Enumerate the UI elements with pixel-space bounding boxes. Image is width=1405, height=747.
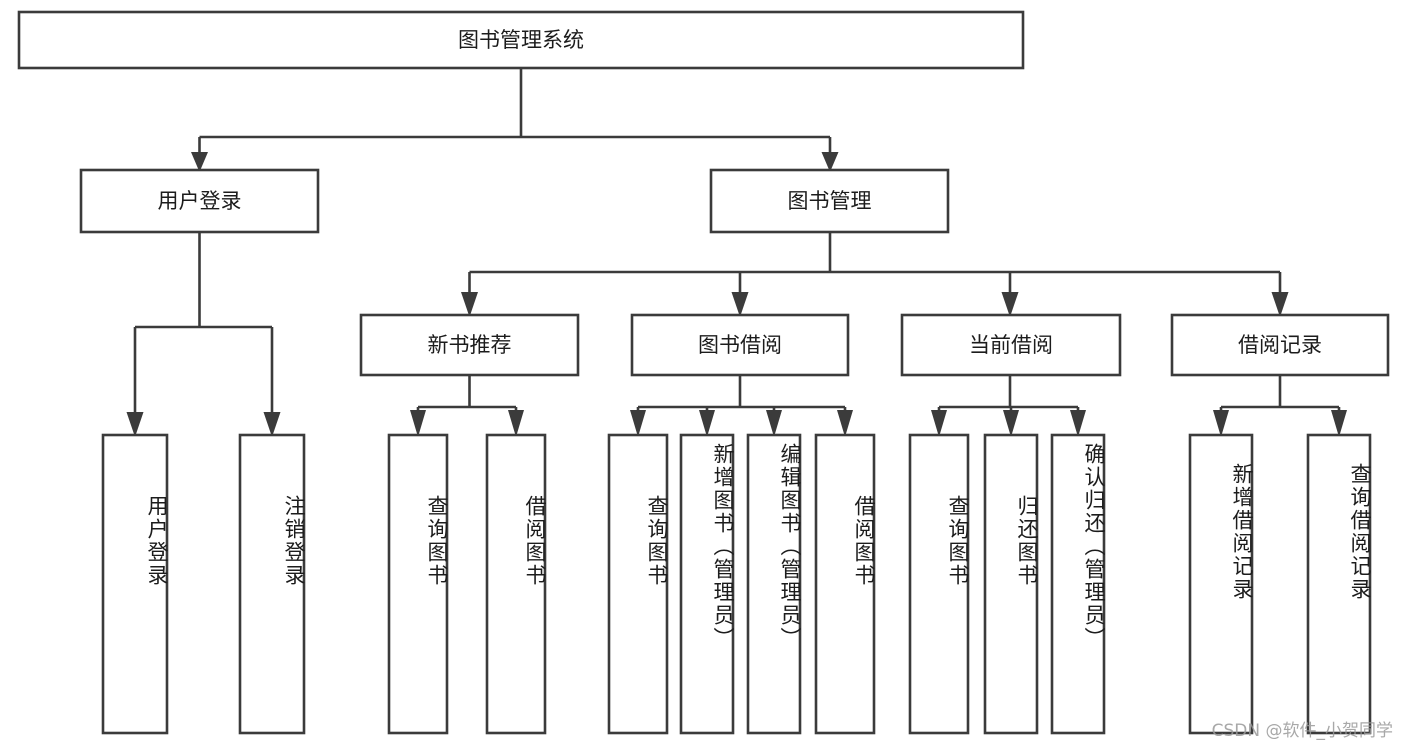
node-book-management-box[interactable] [709,168,950,234]
node-root-box[interactable] [17,10,1025,70]
node-book-borrow-label: 图书借阅 [698,333,782,357]
leaf-box-confirm-return[interactable] [1050,433,1106,735]
node-root[interactable]: 图书管理系统 [17,10,1025,70]
arrow-to-records [1271,292,1289,317]
arrow-to-current [1001,292,1019,317]
node-user-login[interactable]: 用户登录 [79,168,320,234]
leaf-box-query-book-2[interactable] [607,433,669,735]
arrow-leaf-return-book [1003,410,1019,437]
node-borrow-records-label: 借阅记录 [1238,333,1322,357]
leaf-box-add-book[interactable] [679,433,735,735]
node-borrow-records-box[interactable] [1170,313,1390,377]
node-user-login-box[interactable] [79,168,320,234]
arrow-leaf-confirm-return [1070,410,1086,437]
node-new-book-recommend[interactable]: 新书推荐 [359,313,580,377]
leaf-box-edit-book[interactable] [746,433,802,735]
node-current-borrow[interactable]: 当前借阅 [900,313,1122,377]
node-new-book-recommend-box[interactable] [359,313,580,377]
node-user-login-label: 用户登录 [158,189,242,213]
node-new-book-recommend-label: 新书推荐 [428,333,512,357]
leaf-box-borrow-book-2[interactable] [814,433,876,735]
leaf-box-user-login[interactable] [101,433,169,735]
arrow-to-new-books [461,292,478,317]
node-current-borrow-label: 当前借阅 [969,333,1053,357]
leaf-box-return-book[interactable] [983,433,1039,735]
arrow-to-book-mgmt [821,152,839,172]
node-book-management-label: 图书管理 [788,189,872,213]
arrow-leaf-query-book-3 [931,410,947,437]
arrow-leaf-query-record [1331,410,1347,437]
arrow-leaf-query-book-1 [410,410,426,437]
arrow-leaf-edit-book [766,410,782,437]
arrow-leaf-user-login [126,412,144,437]
arrow-to-user-login [191,152,208,172]
arrow-leaf-add-record [1213,410,1229,437]
node-book-management[interactable]: 图书管理 [709,168,950,234]
node-borrow-records[interactable]: 借阅记录 [1170,313,1390,377]
leaf-box-query-record[interactable] [1306,433,1372,735]
csdn-watermark: CSDN @软件_小贺同学 [1211,721,1393,741]
leaf-box-query-book-1[interactable] [387,433,449,735]
arrow-to-borrow [731,292,749,317]
arrow-leaf-query-book-2 [630,410,646,437]
arrow-leaf-borrow-book-2 [837,410,853,437]
node-book-borrow[interactable]: 图书借阅 [630,313,850,377]
leaf-box-group [101,433,1372,735]
arrow-leaf-add-book [699,410,715,437]
node-root-label: 图书管理系统 [458,28,584,52]
arrow-leaf-borrow-book-1 [508,410,524,437]
node-current-borrow-box[interactable] [900,313,1122,377]
connector-group [126,68,1347,437]
leaf-box-user-logout[interactable] [238,433,306,735]
leaf-box-add-record[interactable] [1188,433,1254,735]
leaf-box-borrow-book-1[interactable] [485,433,547,735]
leaf-box-query-book-3[interactable] [908,433,970,735]
arrow-leaf-user-logout [263,412,281,437]
node-book-borrow-box[interactable] [630,313,850,377]
